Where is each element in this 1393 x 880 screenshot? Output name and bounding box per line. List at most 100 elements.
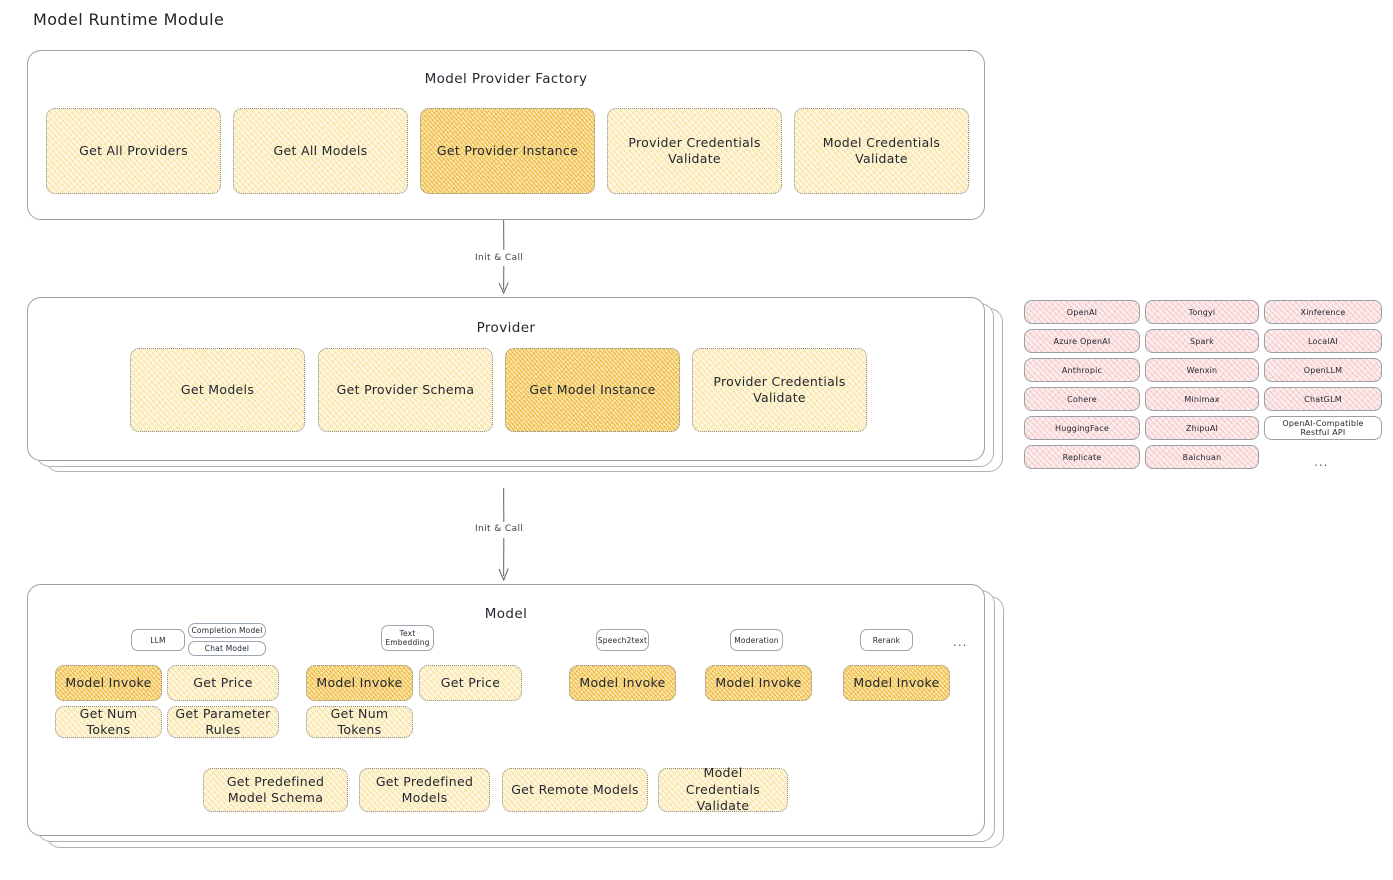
node-label: Get Models <box>180 381 255 397</box>
node-llm-model-invoke[interactable]: Model Invoke <box>55 665 162 701</box>
node-label: Model Invoke <box>65 674 152 690</box>
badge-label: Rerank <box>872 635 901 645</box>
provider-chip-baichuan[interactable]: Baichuan <box>1145 445 1259 469</box>
provider-chip-openllm[interactable]: OpenLLM <box>1264 358 1382 382</box>
node-label: Provider Credentials Validate <box>628 134 761 167</box>
provider-chip-tongyi[interactable]: Tongyi <box>1145 300 1259 324</box>
node-label: Get Provider Instance <box>436 142 579 158</box>
node-label: Provider Credentials Validate <box>713 373 846 406</box>
provider-chip-cohere[interactable]: Cohere <box>1024 387 1140 411</box>
node-label: Get Model Instance <box>529 381 656 397</box>
badge-label: LLM <box>150 635 166 645</box>
provider-chip-huggingface[interactable]: HuggingFace <box>1024 416 1140 440</box>
provider-chip-label: Tongyi <box>1188 307 1216 317</box>
provider-chip-label: ZhipuAI <box>1185 423 1219 433</box>
node-get-provider-instance[interactable]: Get Provider Instance <box>420 108 595 194</box>
badge-label: Chat Model <box>204 644 250 653</box>
node-get-predefined-models[interactable]: Get Predefined Models <box>359 768 490 812</box>
node-llm-get-price[interactable]: Get Price <box>167 665 279 701</box>
provider-chip-label: Spark <box>1190 336 1214 346</box>
node-moderation-model-invoke[interactable]: Model Invoke <box>705 665 812 701</box>
model-subtype-badge-completion-model[interactable]: Completion Model <box>188 623 266 638</box>
node-label: Get All Providers <box>79 142 188 158</box>
node-label: Get Remote Models <box>511 781 639 797</box>
node-label: Model Invoke <box>853 674 940 690</box>
badge-label: Completion Model <box>191 626 263 635</box>
node-provider-credentials-validate-2[interactable]: Provider Credentials Validate <box>692 348 867 432</box>
node-text-embedding-model-invoke[interactable]: Model Invoke <box>306 665 413 701</box>
node-model-credentials-validate[interactable]: Model Credentials Validate <box>794 108 969 194</box>
node-label: Get Num Tokens <box>79 705 138 738</box>
provider-chip-azure-openai[interactable]: Azure OpenAI <box>1024 329 1140 353</box>
node-label: Get Predefined Models <box>375 773 474 806</box>
node-get-provider-schema[interactable]: Get Provider Schema <box>318 348 493 432</box>
node-get-all-providers[interactable]: Get All Providers <box>46 108 221 194</box>
model-section: Model LLM Completion Model Chat Model Mo… <box>27 584 985 836</box>
provider-chip-label: Anthropic <box>1061 365 1103 375</box>
provider-chip-xinference[interactable]: Xinference <box>1264 300 1382 324</box>
node-label: Model Invoke <box>316 674 403 690</box>
provider-chip-zhipuai[interactable]: ZhipuAI <box>1145 416 1259 440</box>
arrow-label-init-and-call-1: Init & Call <box>472 252 527 264</box>
node-get-all-models[interactable]: Get All Models <box>233 108 408 194</box>
node-label: Model Credentials Validate <box>822 134 941 167</box>
badge-label: Text Embedding <box>385 629 430 647</box>
arrow-provider-to-model <box>498 487 509 582</box>
provider-section: Provider Get Models Get Provider Schema … <box>27 297 985 461</box>
provider-chip-replicate[interactable]: Replicate <box>1024 445 1140 469</box>
node-get-predefined-model-schema[interactable]: Get Predefined Model Schema <box>203 768 348 812</box>
model-type-badge-llm[interactable]: LLM <box>131 629 185 651</box>
provider-chip-label: OpenAI-Compatible Restful API <box>1282 419 1364 437</box>
node-get-remote-models[interactable]: Get Remote Models <box>502 768 648 812</box>
model-provider-factory-section: Model Provider Factory Get All Providers… <box>27 50 985 220</box>
model-type-badge-text-embedding[interactable]: Text Embedding <box>381 625 434 651</box>
provider-chip-label: Replicate <box>1062 452 1102 462</box>
provider-chip-chatglm[interactable]: ChatGLM <box>1264 387 1382 411</box>
provider-chip-openai[interactable]: OpenAI <box>1024 300 1140 324</box>
model-type-badge-moderation[interactable]: Moderation <box>730 629 783 651</box>
node-label: Get All Models <box>273 142 368 158</box>
provider-list: OpenAI Azure OpenAI Anthropic Cohere Hug… <box>1024 300 1382 480</box>
provider-chip-label: Xinference <box>1300 307 1346 317</box>
provider-list-more-ellipsis: ... <box>1314 455 1329 469</box>
node-model-credentials-validate-3[interactable]: Model Credentials Validate <box>658 765 788 814</box>
arrow-factory-to-provider <box>498 219 509 295</box>
factory-title: Model Provider Factory <box>424 71 588 87</box>
provider-title: Provider <box>476 320 536 336</box>
node-label: Get Predefined Model Schema <box>226 773 325 806</box>
provider-chip-openai-compatible-restful-api[interactable]: OpenAI-Compatible Restful API <box>1264 416 1382 440</box>
node-provider-credentials-validate[interactable]: Provider Credentials Validate <box>607 108 782 194</box>
node-label: Get Provider Schema <box>336 381 475 397</box>
provider-chip-wenxin[interactable]: Wenxin <box>1145 358 1259 382</box>
provider-chip-spark[interactable]: Spark <box>1145 329 1259 353</box>
provider-chip-label: Minimax <box>1184 394 1220 404</box>
node-llm-get-num-tokens[interactable]: Get Num Tokens <box>55 706 162 738</box>
provider-chip-localai[interactable]: LocalAI <box>1264 329 1382 353</box>
node-text-embedding-get-num-tokens[interactable]: Get Num Tokens <box>306 706 413 738</box>
node-rerank-model-invoke[interactable]: Model Invoke <box>843 665 950 701</box>
model-type-badge-speech2text[interactable]: Speech2text <box>596 629 649 651</box>
node-text-embedding-get-price[interactable]: Get Price <box>419 665 522 701</box>
provider-chip-label: Baichuan <box>1182 452 1222 462</box>
node-label: Get Parameter Rules <box>175 705 271 738</box>
node-speech2text-model-invoke[interactable]: Model Invoke <box>569 665 676 701</box>
provider-chip-minimax[interactable]: Minimax <box>1145 387 1259 411</box>
badge-label: Speech2text <box>597 635 648 645</box>
provider-chip-label: Cohere <box>1067 394 1097 404</box>
node-llm-get-parameter-rules[interactable]: Get Parameter Rules <box>167 706 279 738</box>
provider-chip-label: Azure OpenAI <box>1053 336 1111 346</box>
model-subtype-badge-chat-model[interactable]: Chat Model <box>188 641 266 656</box>
badge-label: Moderation <box>734 635 779 645</box>
model-types-more-ellipsis: ... <box>953 635 968 649</box>
node-label: Get Num Tokens <box>330 705 389 738</box>
node-get-model-instance[interactable]: Get Model Instance <box>505 348 680 432</box>
node-label: Model Invoke <box>579 674 666 690</box>
node-label: Model Credentials Validate <box>685 765 761 814</box>
node-get-models[interactable]: Get Models <box>130 348 305 432</box>
page-title: Model Runtime Module <box>33 10 225 29</box>
node-label: Model Invoke <box>715 674 802 690</box>
provider-chip-label: Wenxin <box>1186 365 1218 375</box>
arrow-label-init-and-call-2: Init & Call <box>472 523 527 535</box>
model-type-badge-rerank[interactable]: Rerank <box>860 629 913 651</box>
provider-chip-anthropic[interactable]: Anthropic <box>1024 358 1140 382</box>
